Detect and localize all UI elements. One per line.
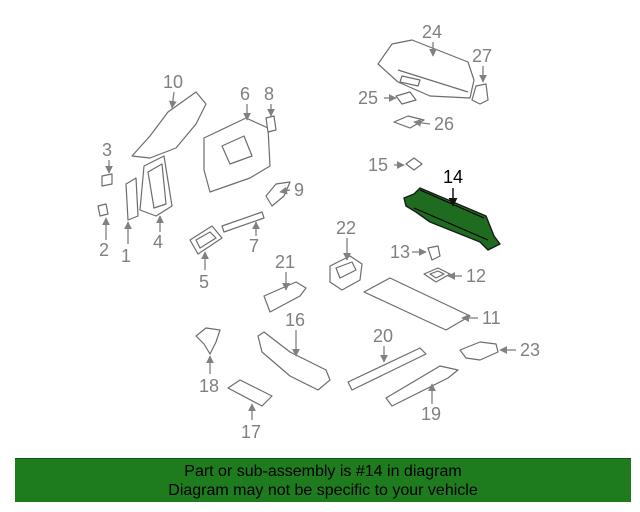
part-7-strip[interactable]: [221, 211, 265, 233]
part-14-highlighted[interactable]: [403, 187, 501, 251]
callout-5: 5: [199, 272, 209, 292]
part-2-bracket[interactable]: [97, 203, 109, 217]
part-11-floor-mat[interactable]: [363, 277, 471, 331]
callout-7: 7: [249, 236, 259, 256]
callout-23: 23: [520, 340, 540, 360]
part-3-clip[interactable]: [101, 173, 113, 187]
callout-12: 12: [466, 266, 486, 286]
callout-numbers: 1 2 3 4 5 6 7 8 9 10 11 12 13 14 15 16 1…: [99, 22, 540, 442]
callout-20: 20: [373, 326, 393, 346]
callout-3: 3: [102, 140, 112, 160]
part-5-frame[interactable]: [189, 225, 223, 255]
part-1-trim[interactable]: [125, 177, 139, 221]
part-13-plug[interactable]: [427, 245, 441, 261]
notice-line-part: Part or sub-assembly is #14 in diagram: [184, 463, 462, 480]
callout-14-highlighted: 14: [443, 167, 463, 187]
part-9-bracket[interactable]: [265, 181, 291, 207]
callout-11: 11: [482, 308, 501, 328]
part-18-clip[interactable]: [195, 327, 221, 355]
callout-18: 18: [199, 376, 219, 396]
parts-diagram: 1 2 3 4 5 6 7 8 9 10 11 12 13 14 15 16 1…: [97, 22, 540, 442]
part-12-cover[interactable]: [423, 267, 451, 283]
part-19-rail[interactable]: [385, 365, 459, 407]
part-21-panel[interactable]: [263, 281, 307, 313]
callout-16: 16: [285, 310, 305, 330]
callout-26: 26: [434, 114, 454, 134]
callout-21: 21: [275, 252, 295, 272]
part-15-clip[interactable]: [405, 157, 423, 171]
callout-6: 6: [240, 84, 250, 104]
part-4-panel[interactable]: [139, 155, 173, 217]
part-10-pillar-trim[interactable]: [131, 91, 207, 159]
callout-9: 9: [294, 180, 304, 200]
callout-24: 24: [422, 22, 442, 42]
leader-lines: [102, 42, 516, 420]
part-22-bin[interactable]: [329, 255, 363, 291]
callout-13: 13: [390, 242, 410, 262]
part-23-bracket[interactable]: [459, 341, 499, 361]
callout-22: 22: [336, 218, 356, 238]
callout-17: 17: [241, 422, 261, 442]
callout-15: 15: [368, 155, 388, 175]
part-27-bracket[interactable]: [471, 83, 489, 105]
callout-4: 4: [153, 232, 163, 252]
callout-25: 25: [358, 88, 378, 108]
callout-1: 1: [121, 246, 131, 266]
callout-8: 8: [264, 84, 274, 104]
part-24-cargo-cover[interactable]: [377, 39, 475, 99]
notice-line-disclaimer: Diagram may not be specific to your vehi…: [168, 482, 478, 499]
part-26-trim[interactable]: [393, 115, 425, 129]
part-16-sill[interactable]: [257, 331, 331, 391]
notice-banner: Part or sub-assembly is #14 in diagram D…: [15, 458, 631, 502]
part-25-clip[interactable]: [395, 91, 417, 105]
callout-19: 19: [421, 404, 441, 424]
part-8-clip[interactable]: [265, 115, 277, 133]
part-20-strip[interactable]: [347, 347, 427, 391]
callout-2: 2: [99, 240, 109, 260]
part-6-side-panel[interactable]: [203, 117, 271, 193]
callout-10: 10: [163, 72, 183, 92]
callout-27: 27: [472, 46, 492, 66]
part-17-pad[interactable]: [227, 379, 273, 407]
